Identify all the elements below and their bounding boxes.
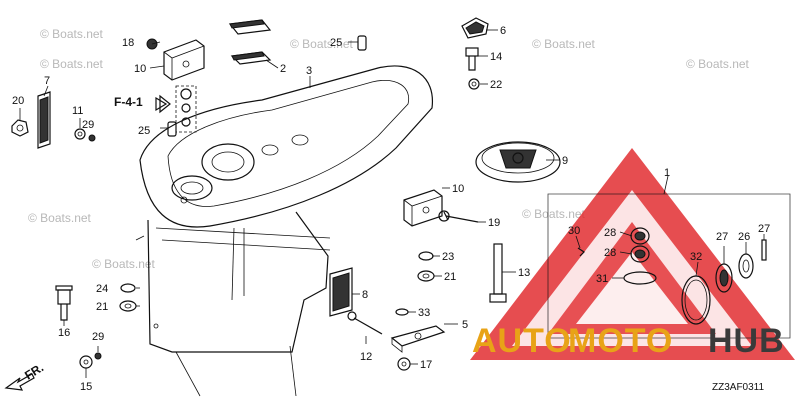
callout-labels: 1 2 3 5 6 7 8 9 10 10 11 12 13 14 15 16 … — [12, 25, 770, 393]
callout-30: 30 — [568, 225, 580, 237]
callout-1: 1 — [664, 167, 670, 179]
fitting-11 — [74, 128, 86, 140]
watermark: © Boats.net — [290, 37, 354, 51]
callout-21-left: 21 — [96, 301, 108, 313]
section-ref-label: F-4-1 — [114, 95, 143, 109]
bolt-13 — [489, 243, 507, 303]
callout-12: 12 — [360, 351, 372, 363]
plug-15 — [79, 355, 93, 369]
watermark: © Boats.net — [686, 57, 750, 71]
leader-lines — [19, 29, 765, 378]
brand-logo-triangle — [470, 148, 795, 360]
gearcase-housing — [135, 65, 433, 397]
callout-18: 18 — [122, 37, 134, 49]
nut-21-right — [417, 270, 435, 282]
watermark: © Boats.net — [532, 37, 596, 51]
callout-14: 14 — [490, 51, 502, 63]
dowel-pin-lower — [167, 121, 177, 137]
diagram-ref-code: ZZ3AF0311 — [712, 382, 764, 393]
bolt-group-f41 — [155, 85, 197, 133]
washer-22 — [468, 78, 480, 90]
callout-25-lower: 25 — [138, 125, 150, 137]
callout-11: 11 — [72, 105, 83, 117]
section-ref-arrow-icon — [159, 94, 171, 114]
bolt-16 — [55, 285, 73, 321]
callout-27-right: 27 — [758, 223, 770, 235]
bolt-19 — [438, 210, 479, 223]
brand-text-auto: AUTO — [472, 322, 572, 360]
watermark: © Boats.net — [522, 207, 586, 221]
callout-27-left: 27 — [716, 231, 728, 243]
washer-29-upper — [88, 134, 96, 142]
callout-10-lower: 10 — [452, 183, 464, 195]
callout-32: 32 — [690, 251, 702, 263]
callout-25-upper: 25 — [330, 37, 342, 49]
washer-24 — [120, 283, 136, 293]
callout-16: 16 — [58, 327, 70, 339]
section-reference: F-4-1 — [114, 94, 171, 114]
anode-block-lower — [403, 189, 443, 227]
callout-20: 20 — [12, 95, 24, 107]
callout-10-upper: 10 — [134, 63, 146, 75]
callout-17: 17 — [420, 359, 432, 371]
callout-8: 8 — [362, 289, 368, 301]
callout-15: 15 — [80, 381, 92, 393]
watermark: © Boats.net — [92, 257, 156, 271]
callout-28-upper: 28 — [604, 227, 616, 239]
watermark: © Boats.net — [28, 211, 92, 225]
washer-33 — [395, 308, 409, 316]
bolt-14 — [465, 47, 479, 71]
washer-23 — [418, 251, 434, 261]
callout-31: 31 — [596, 273, 608, 285]
callout-22: 22 — [490, 79, 502, 91]
front-indicator: FR. — [4, 360, 46, 391]
callout-23: 23 — [442, 251, 454, 263]
callout-29-lower: 29 — [92, 331, 104, 343]
callout-6: 6 — [500, 25, 506, 37]
front-label: FR. — [22, 360, 46, 382]
front-arrow-icon — [4, 373, 35, 391]
callout-21-right: 21 — [444, 271, 456, 283]
watermark: © Boats.net — [40, 57, 104, 71]
callout-5: 5 — [462, 319, 468, 331]
watermark: © Boats.net — [40, 27, 104, 41]
callout-33: 33 — [418, 307, 430, 319]
cap-6 — [461, 17, 489, 39]
callout-26: 26 — [738, 231, 750, 243]
anode-8 — [329, 267, 353, 317]
brand-text-hub: HUB — [708, 322, 785, 360]
watermark-group: © Boats.net © Boats.net © Boats.net © Bo… — [28, 27, 750, 271]
nut-21-left — [119, 300, 137, 312]
nut-20 — [11, 119, 29, 137]
brand-wordmark: AUTO MOTO HUB — [472, 322, 785, 360]
dowel-pin-upper — [357, 35, 367, 51]
bolt-17 — [397, 357, 411, 371]
callout-19: 19 — [488, 217, 500, 229]
callout-9: 9 — [562, 155, 568, 167]
gasket-pads — [228, 19, 272, 65]
trim-plate-9 — [475, 141, 561, 183]
callout-13: 13 — [518, 267, 530, 279]
callout-2: 2 — [280, 63, 286, 75]
callout-29-upper: 29 — [82, 119, 94, 131]
callout-7: 7 — [44, 75, 50, 87]
bracket-5 — [390, 325, 446, 353]
callout-28-lower: 28 — [604, 247, 616, 259]
screw-12 — [347, 311, 383, 335]
washer-29-lower — [94, 352, 102, 360]
callout-24: 24 — [96, 283, 108, 295]
brand-text-moto: MOTO — [568, 322, 673, 360]
anode-block-upper — [163, 39, 205, 81]
anode-strip-7 — [37, 91, 51, 149]
callout-3: 3 — [306, 65, 312, 77]
